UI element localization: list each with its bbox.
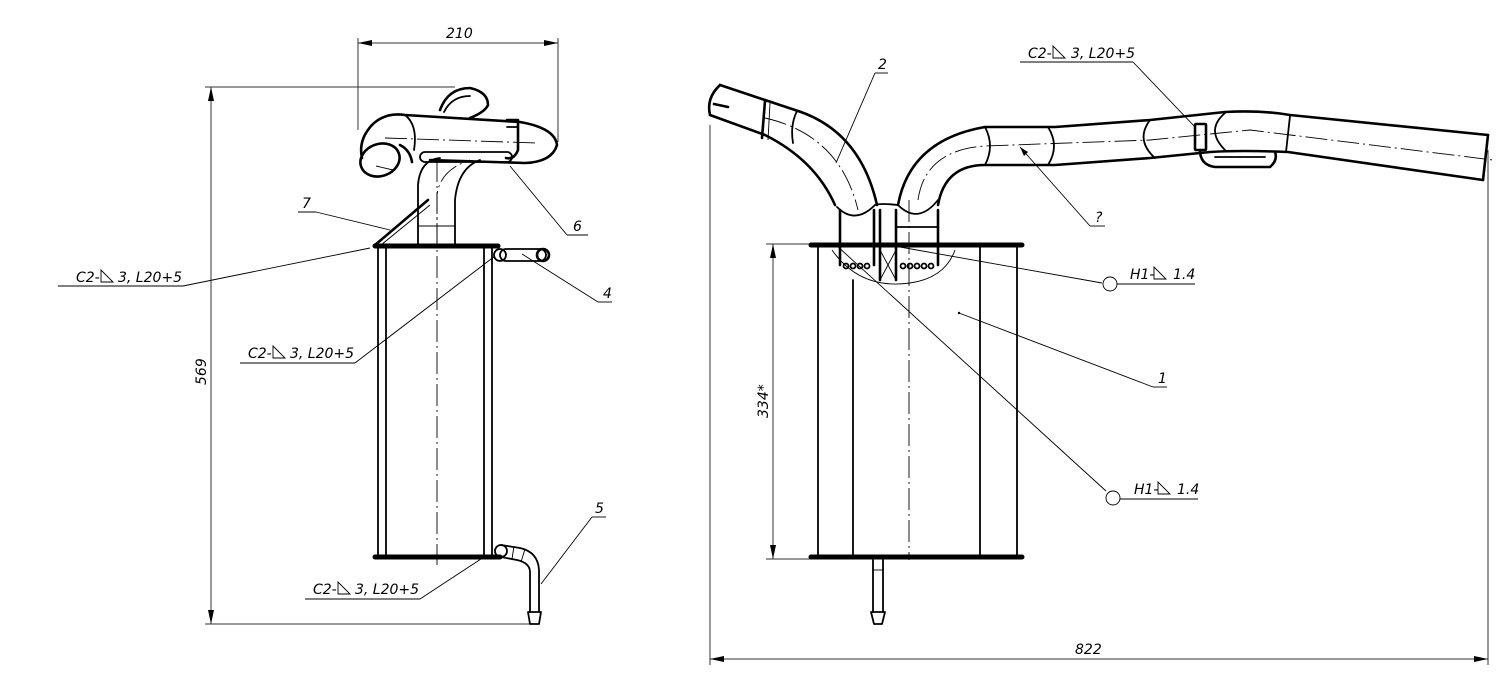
- dimension-822: 822: [709, 125, 1489, 665]
- weld-triangle-icon: [272, 344, 287, 359]
- drain-tube-5: [494, 544, 542, 625]
- dimension-569-label: 569: [194, 358, 210, 385]
- weld-triangle-icon: [1157, 480, 1172, 495]
- weld-note-left-2: C2- 3, L20+5: [240, 255, 496, 364]
- weld-text: 1.4: [1177, 482, 1199, 498]
- callout-1: 1: [957, 311, 1167, 388]
- muffler-body-side: [372, 160, 503, 565]
- weld-prefix: C2-: [248, 346, 272, 362]
- weld-note-right-1: C2- 3, L20+5: [1020, 44, 1197, 129]
- callout-7-label: 7: [302, 196, 311, 212]
- callout-6-label: 6: [573, 219, 582, 235]
- inlet-pipe-2: [707, 83, 879, 211]
- outlet-pipe: [896, 110, 1494, 207]
- weld-beads: [842, 262, 935, 270]
- weld-note-right-2: H1- 1.4: [899, 246, 1195, 292]
- dimension-210: 210: [357, 26, 559, 142]
- weld-text: 3, L20+5: [1071, 46, 1135, 62]
- weld-text: 3, L20+5: [355, 582, 419, 598]
- callout-2-label: 2: [878, 57, 887, 73]
- left-view: 210 569: [58, 26, 612, 625]
- weld-text: 1.4: [1173, 267, 1195, 283]
- side-tube-4: [493, 247, 551, 263]
- weld-text: 3, L20+5: [118, 270, 182, 286]
- callout-6: 6: [509, 165, 588, 236]
- weld-note-right-3: H1- 1.4: [835, 244, 1199, 506]
- callout-5-label: 5: [595, 501, 604, 517]
- weld-prefix: H1-: [1134, 482, 1159, 498]
- bracket-7: [373, 198, 431, 247]
- weld-prefix: C2-: [76, 270, 100, 286]
- weld-note-left-3: C2- 3, L20+5: [305, 556, 485, 600]
- dimension-569: 569: [194, 86, 540, 625]
- callout-4: 4: [521, 253, 612, 303]
- weld-note-left-1: C2- 3, L20+5: [58, 247, 371, 287]
- callout-question: ?: [1019, 146, 1105, 227]
- drain-tube-bottom: [870, 559, 886, 625]
- weld-triangle-icon: [1052, 44, 1067, 59]
- weld-text: 3, L20+5: [290, 346, 354, 362]
- dimension-210-label: 210: [446, 26, 473, 42]
- dimension-822-label: 822: [1075, 642, 1102, 658]
- right-view: 822 334*: [707, 44, 1494, 665]
- weld-triangle-icon: [100, 268, 115, 283]
- callout-7: 7: [298, 196, 391, 231]
- weld-triangle-icon: [337, 580, 352, 595]
- callout-2: 2: [835, 57, 888, 164]
- callout-question-label: ?: [1095, 210, 1103, 226]
- top-pipe-assembly: [359, 86, 559, 178]
- weld-prefix: C2-: [1028, 46, 1052, 62]
- callout-5: 5: [540, 501, 606, 585]
- callout-1-label: 1: [1158, 371, 1167, 387]
- weld-prefix: C2-: [313, 582, 337, 598]
- pipe-stubs: [836, 199, 940, 282]
- dimension-334-label: 334*: [756, 384, 772, 418]
- callout-4-label: 4: [603, 286, 612, 302]
- weld-triangle-icon: [1153, 265, 1168, 280]
- dimension-334: 334*: [756, 243, 812, 560]
- muffler-body-front: [808, 200, 1025, 560]
- weld-prefix: H1-: [1130, 267, 1155, 283]
